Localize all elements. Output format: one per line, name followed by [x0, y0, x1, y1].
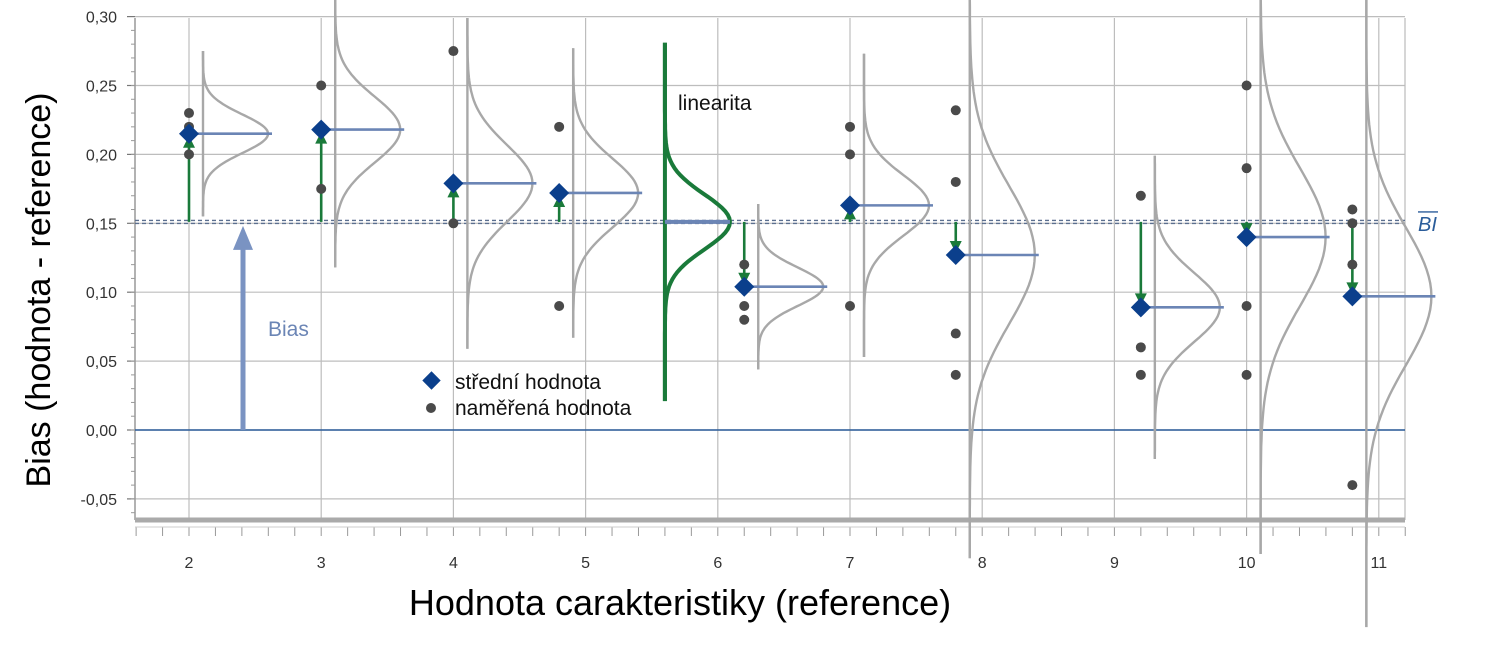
measured-point — [448, 218, 459, 229]
legend-circle-marker — [426, 403, 436, 413]
y-tick-label: 0,20 — [86, 147, 117, 164]
legend-measured-label: naměřená hodnota — [455, 397, 632, 420]
distribution-curve — [334, 0, 402, 268]
mean-diamond — [734, 276, 755, 297]
measured-point — [739, 300, 750, 311]
x-tick-label: 7 — [846, 555, 855, 572]
y-axis-title: Bias (hodnota - reference) — [20, 93, 58, 488]
y-tick-label: -0,05 — [81, 492, 118, 509]
measured-point — [448, 46, 459, 57]
mean-diamond — [1236, 227, 1257, 248]
measured-point — [845, 300, 855, 311]
measured-point — [316, 183, 327, 194]
x-tick-label: 3 — [317, 555, 326, 572]
y-axis-label: Bias (hodnota - reference) — [20, 93, 58, 488]
y-tick-label: 0,25 — [86, 79, 117, 96]
mean-diamond — [311, 119, 332, 140]
measured-point — [316, 80, 327, 91]
x-tick-label: 6 — [713, 555, 722, 572]
mean-diamond — [1130, 297, 1151, 318]
y-tick-label: 0,30 — [86, 10, 117, 27]
measured-point — [950, 328, 961, 339]
legend-diamond-marker — [422, 371, 441, 390]
measured-point — [1347, 204, 1358, 215]
measured-point — [950, 176, 961, 187]
bias-annotation: Bias — [268, 318, 309, 341]
measured-point — [184, 149, 194, 160]
y-tick-label: 0,00 — [86, 423, 117, 440]
x-tick-label: 4 — [449, 555, 458, 572]
distribution-curve — [1365, 0, 1433, 628]
measured-point — [1135, 342, 1146, 353]
x-tick-label: 9 — [1110, 555, 1119, 572]
measured-point — [845, 121, 855, 132]
legend: střední hodnota naměřená hodnota — [422, 371, 632, 420]
measured-point — [1135, 369, 1146, 380]
measured-point — [1241, 369, 1252, 380]
y-tick-label: 0,15 — [86, 216, 117, 233]
mean-diamond — [179, 123, 199, 144]
distribution-curve — [1259, 0, 1327, 554]
mean-diamond — [840, 195, 860, 216]
mean-diamond — [945, 244, 966, 265]
legend-mean-label: střední hodnota — [455, 371, 601, 394]
x-tick-label: 5 — [581, 555, 590, 572]
measured-point — [950, 105, 961, 116]
bias-arrow-head — [233, 225, 253, 250]
measured-point — [950, 369, 961, 380]
measured-point — [1347, 480, 1358, 491]
measured-point — [1347, 218, 1358, 229]
measured-point — [1347, 259, 1358, 270]
measured-point — [1135, 190, 1146, 201]
x-tick-label: 2 — [185, 555, 194, 572]
data-marks — [179, 46, 1436, 491]
y-tick-label: 0,05 — [86, 354, 117, 371]
x-axis-title: Hodnota carakteristiky (reference) — [409, 582, 951, 623]
mean-bias-label: BI — [1418, 214, 1437, 236]
distribution-curve — [968, 0, 1037, 559]
mean-diamond — [1342, 286, 1363, 307]
x-tick-label: 11 — [1370, 555, 1387, 572]
mean-diamond — [443, 173, 464, 194]
measured-point — [739, 314, 750, 325]
linearity-annotation: linearita — [678, 92, 752, 115]
measured-point — [554, 121, 565, 132]
axes: -0,05 0,00 0,05 0,10 0,15 0,20 0,25 0,30 2 3 4 5 6 7 8… — [81, 10, 1438, 572]
mean-diamond — [549, 182, 570, 203]
measured-point — [1241, 163, 1252, 174]
x-tick-label: 8 — [978, 555, 987, 572]
measured-point — [554, 300, 565, 311]
y-tick-label: 0,10 — [86, 285, 117, 302]
x-tick-label: 10 — [1238, 555, 1256, 572]
measured-point — [845, 149, 855, 160]
measured-point — [739, 259, 750, 270]
measured-point — [184, 108, 194, 119]
grid — [135, 16, 1405, 520]
measured-point — [1241, 300, 1252, 311]
measured-point — [1241, 80, 1252, 91]
